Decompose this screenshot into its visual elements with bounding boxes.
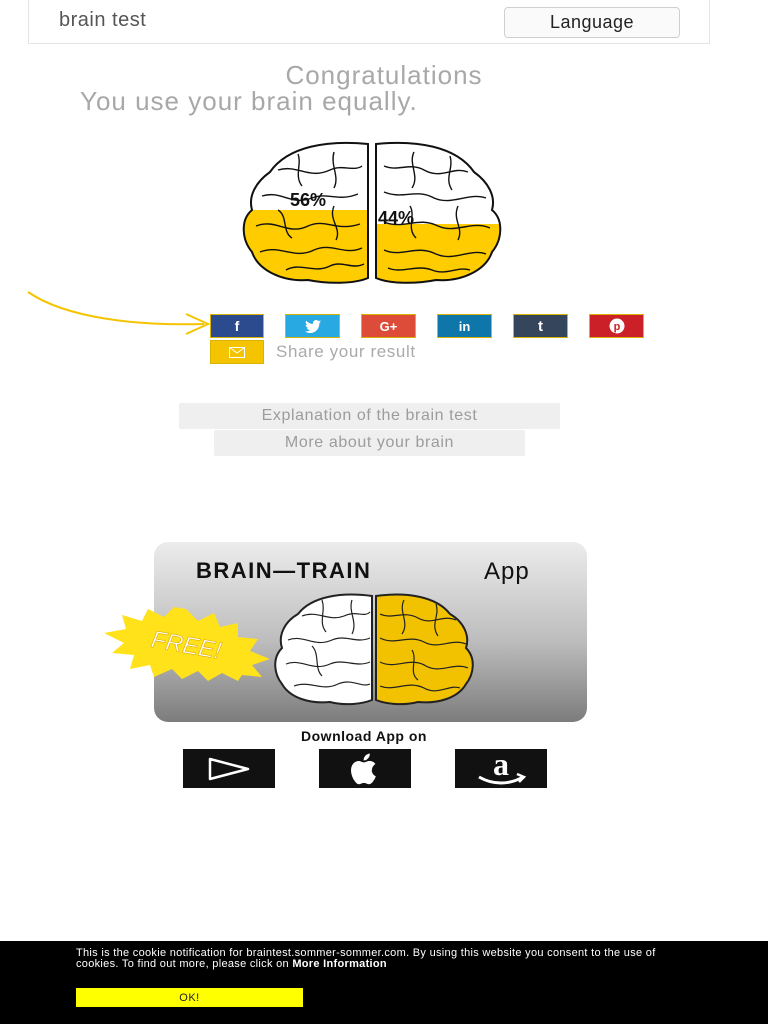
free-badge-icon: FREE! bbox=[104, 607, 270, 681]
brain-result-graphic: 56% 44% bbox=[238, 140, 506, 288]
svg-text:a: a bbox=[493, 751, 509, 782]
share-twitter-button[interactable] bbox=[285, 314, 340, 338]
cookie-message: This is the cookie notification for brai… bbox=[76, 947, 656, 970]
play-icon bbox=[208, 757, 250, 780]
brain-icon: 56% 44% bbox=[242, 141, 502, 284]
left-percent: 56% bbox=[290, 190, 326, 210]
cookie-notification-bar: This is the cookie notification for brai… bbox=[0, 941, 768, 1024]
google-play-store-button[interactable] bbox=[183, 749, 275, 788]
google-plus-icon: G+ bbox=[379, 318, 398, 334]
cookie-text: This is the cookie notification for brai… bbox=[76, 948, 696, 970]
promo-title: BRAIN—TRAIN bbox=[196, 558, 372, 583]
facebook-icon: f bbox=[234, 318, 240, 334]
more-about-brain-link[interactable]: More about your brain bbox=[214, 430, 525, 456]
more-information-link[interactable]: More Information bbox=[292, 958, 387, 970]
tumblr-icon: t bbox=[538, 317, 543, 335]
share-google-plus-button[interactable]: G+ bbox=[361, 314, 416, 338]
apple-icon bbox=[351, 753, 376, 784]
promo-app-label: App bbox=[484, 558, 530, 585]
right-percent: 44% bbox=[378, 208, 414, 228]
apple-app-store-button[interactable] bbox=[319, 749, 411, 788]
pointer-arrow-icon bbox=[27, 291, 211, 335]
amazon-store-button[interactable]: a bbox=[455, 749, 547, 788]
explanation-link[interactable]: Explanation of the brain test bbox=[179, 403, 560, 429]
twitter-icon bbox=[304, 319, 321, 333]
share-tumblr-button[interactable]: t bbox=[513, 314, 568, 338]
mail-icon bbox=[229, 346, 245, 358]
headline: Congratulations bbox=[285, 60, 483, 90]
svg-text:p: p bbox=[613, 321, 620, 333]
amazon-icon: a bbox=[478, 751, 527, 784]
brand-title[interactable]: brain test bbox=[59, 9, 147, 31]
share-label: Share your result bbox=[276, 342, 416, 361]
share-pinterest-button[interactable]: p bbox=[589, 314, 644, 338]
download-label: Download App on bbox=[301, 728, 427, 744]
share-facebook-button[interactable]: f bbox=[210, 314, 264, 338]
result-summary: You use your brain equally. bbox=[80, 86, 418, 116]
pinterest-icon: p bbox=[609, 318, 624, 334]
brain-train-icon bbox=[274, 593, 474, 706]
share-email-button[interactable] bbox=[210, 340, 264, 364]
language-button[interactable]: Language bbox=[504, 7, 680, 38]
share-linkedin-button[interactable]: in bbox=[437, 314, 492, 338]
top-bar: brain test Language bbox=[28, 0, 710, 44]
cookie-ok-button[interactable]: OK! bbox=[76, 988, 303, 1007]
linkedin-icon: in bbox=[458, 318, 471, 334]
